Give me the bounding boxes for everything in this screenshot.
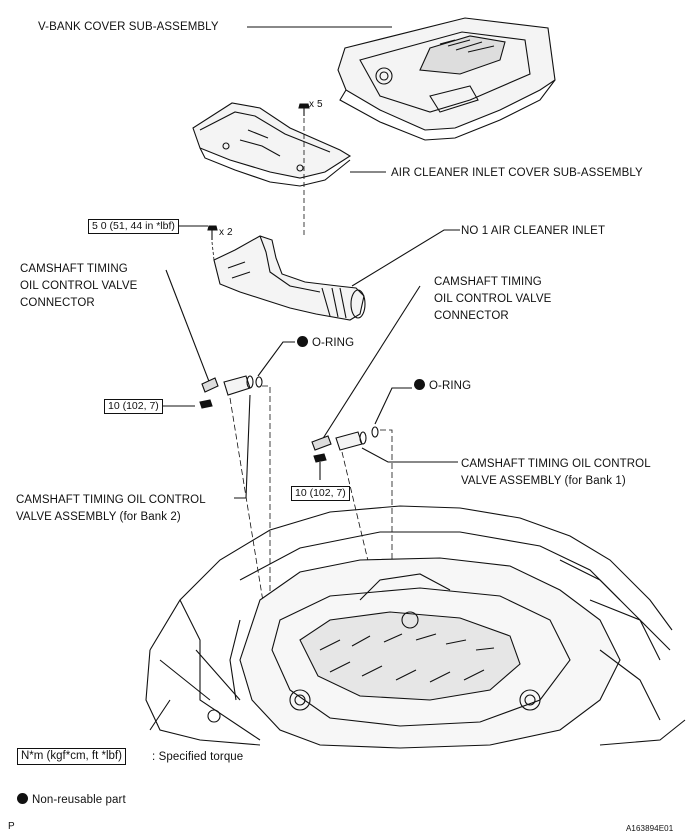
torque-spec-box-2: 10 (102, 7) [104,399,163,414]
label-cam-connector-left-line1: CAMSHAFT TIMING [20,263,128,275]
vbank-cover-drawing [337,17,556,141]
bank2-valve-drawing [199,375,263,409]
label-valve-bank2-line1: CAMSHAFT TIMING OIL CONTROL [16,494,206,506]
label-cam-connector-right-line3: CONNECTOR [434,310,509,322]
non-reusable-dot-icon [17,793,28,804]
label-cam-connector-left-line2: OIL CONTROL VALVE [20,280,138,292]
vehicle-engine-compartment-drawing [145,505,686,749]
label-oring-left: O-RING [297,336,354,350]
page-letter: P [8,821,15,832]
legend-torque-box: N*m (kgf*cm, ft *lbf) [17,748,126,765]
label-cam-connector-right-line1: CAMSHAFT TIMING [434,276,542,288]
label-oring-right: O-RING [414,379,471,393]
label-bolt-count-x5: x 5 [309,99,323,110]
bolt-x2-drawing [207,225,218,240]
label-bolt-count-x2: x 2 [219,227,233,238]
label-valve-bank1-line2: VALVE ASSEMBLY (for Bank 1) [461,475,626,487]
air-cleaner-inlet-cover-drawing [192,102,352,187]
label-valve-bank2-line2: VALVE ASSEMBLY (for Bank 2) [16,511,181,523]
non-reusable-dot-icon [414,379,425,390]
legend-nonreusable: Non-reusable part [17,793,126,807]
bank1-valve-drawing [311,426,379,463]
torque-spec-box-3: 10 (102, 7) [291,486,350,501]
label-air-cleaner-inlet-cover: AIR CLEANER INLET COVER SUB-ASSEMBLY [391,167,643,179]
label-oring-right-text: O-RING [429,380,472,392]
non-reusable-dot-icon [297,336,308,347]
no1-air-cleaner-inlet-drawing [213,235,366,321]
label-no1-air-cleaner-inlet: NO 1 AIR CLEANER INLET [461,225,606,237]
legend-nonreusable-text: Non-reusable part [32,794,126,806]
torque-spec-box-1: 5 0 (51, 44 in *lbf) [88,219,179,234]
label-valve-bank1-line1: CAMSHAFT TIMING OIL CONTROL [461,458,651,470]
figure-code: A163894E01 [626,824,674,833]
label-vbank-cover: V-BANK COVER SUB-ASSEMBLY [38,21,219,33]
legend-torque-text: : Specified torque [152,751,244,763]
label-cam-connector-left-line3: CONNECTOR [20,297,95,309]
bolt-x5-drawing [298,103,310,116]
label-oring-left-text: O-RING [312,337,355,349]
label-cam-connector-right-line2: OIL CONTROL VALVE [434,293,552,305]
